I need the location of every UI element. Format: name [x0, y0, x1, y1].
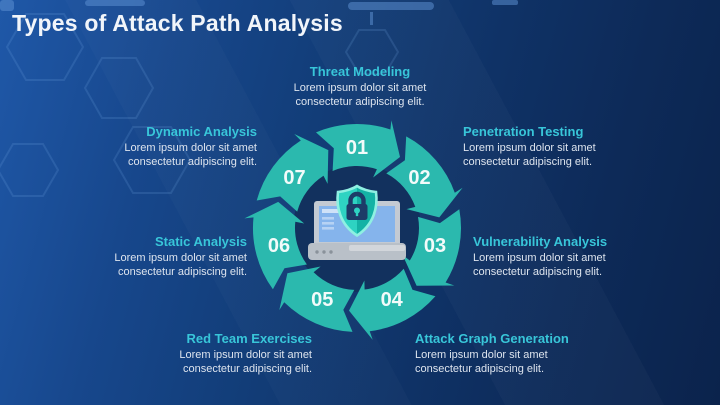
item-label: Vulnerability Analysis: [473, 234, 608, 249]
padlock-keyhole-stem: [355, 211, 359, 217]
item-body: Lorem ipsum dolor sit amet consectetur a…: [463, 142, 596, 168]
padlock-keyhole: [354, 207, 360, 214]
cycle-item-red-team-exercises: Red Team Exercises Lorem ipsum dolor sit…: [128, 331, 312, 377]
item-body: Lorem ipsum dolor sit amet consectetur a…: [114, 252, 247, 278]
item-body: Lorem ipsum dolor sit amet consectetur a…: [473, 252, 606, 278]
laptop-shield-lock-icon: [308, 184, 406, 260]
item-label: Dynamic Analysis: [146, 124, 257, 139]
cycle-item-penetration-testing: Penetration Testing Lorem ipsum dolor si…: [463, 124, 647, 170]
cycle-arrow-segment-01: [316, 120, 400, 178]
laptop-dot: [329, 250, 333, 254]
cycle-item-threat-modeling: Threat Modeling Lorem ipsum dolor sit am…: [268, 64, 452, 110]
screen-ui-line: [322, 217, 334, 220]
screen-ui-line: [322, 222, 334, 225]
cycle-arrow-segment-04: [349, 268, 436, 340]
shield-outline: [336, 184, 378, 238]
cycle-step-number: 01: [346, 137, 368, 159]
item-label: Threat Modeling: [309, 64, 411, 79]
cycle-step-number: 04: [381, 289, 404, 311]
laptop-trackpad: [349, 245, 405, 251]
cycle-item-vulnerability-analysis: Vulnerability Analysis Lorem ipsum dolor…: [473, 234, 657, 280]
cycle-arrow-segment-06: [244, 201, 307, 290]
laptop-dot: [315, 250, 319, 254]
padlock-shackle: [348, 191, 366, 205]
cycle-item-attack-graph-generation: Attack Graph Generation Lorem ipsum dolo…: [415, 331, 599, 377]
item-body: Lorem ipsum dolor sit amet consectetur a…: [179, 349, 312, 375]
laptop-dot: [322, 250, 326, 254]
cycle-step-number: 05: [311, 289, 333, 311]
item-body: Lorem ipsum dolor sit amet consectetur a…: [293, 82, 427, 108]
item-label: Static Analysis: [154, 234, 247, 249]
item-body: Lorem ipsum dolor sit amet consectetur a…: [415, 349, 548, 375]
cycle-step-number: 07: [283, 167, 305, 189]
cycle-step-number: 06: [268, 235, 290, 257]
item-label: Red Team Exercises: [186, 331, 313, 346]
screen-ui-line: [322, 227, 334, 230]
cycle-arrow-segment-02: [386, 136, 463, 218]
item-label: Attack Graph Generation: [415, 331, 569, 346]
item-body: Lorem ipsum dolor sit amet consectetur a…: [124, 142, 257, 168]
item-label: Penetration Testing: [463, 124, 584, 139]
cycle-arrow-segment-05: [279, 266, 355, 332]
cycle-step-number: 03: [424, 235, 446, 257]
cycle-item-static-analysis: Static Analysis Lorem ipsum dolor sit am…: [63, 234, 247, 280]
cycle-arrow-segment-07: [256, 134, 329, 212]
cycle-item-dynamic-analysis: Dynamic Analysis Lorem ipsum dolor sit a…: [73, 124, 257, 170]
cycle-arrow-segment-03: [402, 209, 462, 286]
cycle-step-number: 02: [408, 167, 430, 189]
slide-title: Types of Attack Path Analysis: [12, 10, 343, 36]
cycle-arrow-ring: 01 02 03 04 05 06 07: [244, 120, 463, 340]
screen-ui-bar: [322, 209, 342, 213]
